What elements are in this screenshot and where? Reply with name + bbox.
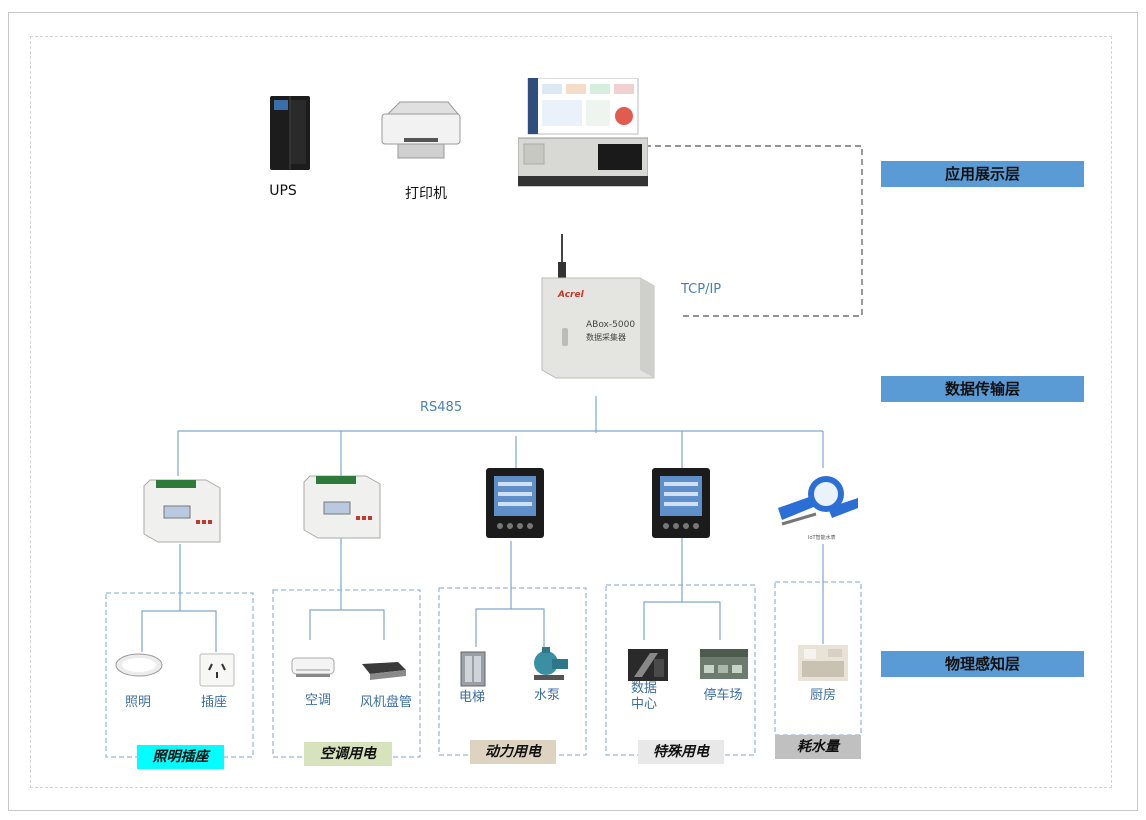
- socket-icon: [199, 653, 235, 687]
- item-label-ac: 空调: [304, 693, 331, 708]
- branch-1: [141, 610, 217, 652]
- branch-2: [309, 609, 385, 640]
- group-tag-power: 动力用电: [470, 740, 556, 764]
- item-label-fan-coil: 风机盘管: [359, 695, 412, 710]
- printer-icon: [381, 101, 461, 159]
- din-meter-icon: [143, 479, 221, 543]
- gateway-name: 数据采集器: [586, 333, 626, 342]
- ups-label: UPS: [269, 183, 297, 199]
- fan-coil-icon: [362, 662, 406, 680]
- panel-meter-icon: [652, 468, 710, 538]
- item-label-lighting: 照明: [124, 695, 151, 710]
- item-label-socket: 插座: [200, 695, 227, 710]
- tcpip-link: [645, 145, 863, 317]
- parking-lot-icon: [700, 649, 748, 679]
- din-meter-icon: [303, 475, 381, 539]
- group-tag-lighting: 照明插座: [137, 745, 224, 769]
- item-label-data-center: 数据 中心: [630, 681, 657, 712]
- layer-application: 应用展示层: [881, 161, 1084, 187]
- inner-frame: [30, 36, 1112, 788]
- panel-meter-icon: [486, 468, 544, 538]
- data-center-icon: [628, 649, 668, 681]
- air-conditioner-icon: [291, 657, 335, 677]
- rs485-label: RS485: [420, 400, 463, 415]
- group-tag-water: 耗水量: [775, 735, 861, 759]
- water-meter-icon: [772, 468, 860, 544]
- item-label-elevator: 电梯: [458, 690, 485, 705]
- layer-perception: 物理感知层: [881, 651, 1084, 677]
- tcpip-label: TCP/IP: [681, 282, 722, 297]
- outer-frame: [8, 12, 1138, 811]
- item-label-pump: 水泵: [533, 688, 560, 703]
- printer-label: 打印机: [405, 186, 447, 202]
- server-monitor-icon: [518, 78, 648, 187]
- branch-4: [643, 601, 721, 640]
- gateway-model: ABox-5000: [586, 320, 636, 330]
- ceiling-light-icon: [115, 653, 163, 677]
- group-tag-special: 特殊用电: [638, 740, 724, 764]
- gateway-icon: [541, 234, 655, 379]
- layer-transmission: 数据传输层: [881, 376, 1084, 402]
- item-label-kitchen: 厨房: [809, 688, 836, 703]
- item-label-parking: 停车场: [703, 688, 743, 703]
- water-meter-caption: IoT智能水表: [808, 535, 836, 541]
- group-tag-ac: 空调用电: [304, 742, 392, 766]
- gateway-brand: Acrel: [558, 290, 584, 300]
- branch-3: [475, 608, 545, 647]
- elevator-icon: [460, 651, 486, 687]
- water-pump-icon: [534, 647, 568, 680]
- ups-icon: [270, 96, 310, 170]
- kitchen-icon: [798, 645, 848, 681]
